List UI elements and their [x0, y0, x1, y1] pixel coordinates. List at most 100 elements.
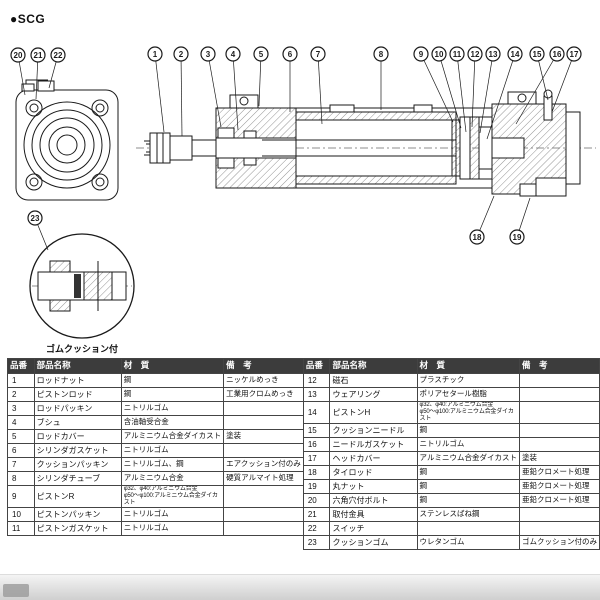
- footer-logo-fragment: [3, 584, 29, 597]
- callout-balloon: [413, 46, 429, 62]
- callout-4: 4: [225, 46, 241, 131]
- remark-cell: 工業用クロムめっき: [223, 387, 304, 402]
- remark-cell: 亜鉛クロメート処理: [518, 492, 600, 508]
- callout-balloon: [431, 46, 447, 62]
- remark-cell: [518, 373, 600, 388]
- material-cell: [416, 520, 520, 536]
- part-no-cell: 14: [302, 401, 331, 424]
- material-cell: 鋼: [416, 464, 520, 480]
- callout-5: 5: [253, 46, 269, 107]
- material-cell: 鋼: [416, 478, 520, 494]
- remark-cell: 塗装: [518, 450, 600, 466]
- callout-balloon: [50, 47, 66, 63]
- end-plate: [565, 111, 581, 185]
- part-no-cell: 23: [302, 534, 331, 550]
- callout-balloon: [310, 46, 326, 62]
- part-no-cell: 17: [302, 450, 331, 466]
- material-cell: アルミニウム合金ダイカスト: [416, 450, 520, 466]
- material-cell: ニトリルゴム: [120, 520, 225, 536]
- material-cell: ニトリルゴム: [120, 443, 225, 458]
- callout-balloon: [485, 46, 501, 62]
- callout-balloon: [253, 46, 269, 62]
- part-no-cell: 3: [7, 401, 35, 416]
- material-cell: 鋼: [416, 492, 520, 508]
- part-name-cell: ロッドカバー: [33, 429, 122, 444]
- remark-cell: [518, 506, 600, 522]
- callout-20: 20: [10, 47, 26, 96]
- material-cell: 鋼: [120, 387, 225, 402]
- column-header: 部品名称: [33, 358, 122, 374]
- callout-balloon: [566, 46, 582, 62]
- remark-cell: [223, 401, 304, 416]
- callout-11: 11: [449, 46, 467, 133]
- part-name-cell: 取付金具: [329, 506, 418, 522]
- part-name-cell: シリンダガスケット: [33, 443, 122, 458]
- part-no-cell: 2: [7, 387, 35, 402]
- material-cell: ニトリルゴム、鋼: [120, 457, 225, 472]
- part-name-cell: クッションゴム: [329, 534, 418, 550]
- part-name-cell: スイッチ: [329, 520, 418, 536]
- callout-balloon: [10, 47, 26, 63]
- part-name-cell: ロッドパッキン: [33, 401, 122, 416]
- callout-balloon: [467, 46, 483, 62]
- column-header: 材 質: [120, 358, 225, 374]
- remark-cell: [518, 401, 600, 424]
- material-cell: ニトリルゴム: [120, 506, 225, 522]
- series-label: ●SCG: [10, 12, 46, 26]
- callout-number: 12: [471, 50, 480, 59]
- part-name-cell: ピストンロッド: [33, 387, 122, 402]
- material-cell: φ32、φ40:アルミニウム合金 φ50～φ100:アルミニウム合金ダイカスト: [416, 401, 520, 424]
- callout-6: 6: [282, 46, 298, 112]
- magnet: [469, 116, 480, 180]
- callout-balloon: [147, 46, 163, 62]
- callout-21: 21: [30, 47, 46, 100]
- callout-number: 22: [54, 51, 63, 60]
- head-port-boss: [507, 91, 537, 105]
- callout-number: 21: [34, 51, 43, 60]
- remark-cell: [518, 520, 600, 536]
- part-name-cell: 丸ナット: [329, 478, 418, 494]
- rod-bushing: [217, 127, 235, 139]
- callout-2: 2: [173, 46, 189, 137]
- callout-number: 10: [435, 50, 444, 59]
- callout-number: 2: [179, 50, 184, 59]
- column-header: 部品名称: [329, 358, 418, 374]
- callout-number: 16: [553, 50, 562, 59]
- part-name-cell: ウェアリング: [329, 387, 418, 402]
- part-no-cell: 10: [7, 506, 35, 522]
- footer-band: [0, 574, 600, 600]
- remark-cell: [223, 415, 304, 430]
- callout-12: 12: [467, 46, 483, 128]
- callout-13: 13: [479, 46, 501, 134]
- cushion-sleeve: [451, 119, 461, 177]
- callout-10: 10: [431, 46, 462, 129]
- callout-balloon: [469, 229, 485, 245]
- callout-16: 16: [515, 46, 565, 125]
- callout-number: 1: [153, 50, 158, 59]
- part-name-cell: クッションパッキン: [33, 457, 122, 472]
- callout-number: 20: [14, 51, 23, 60]
- part-no-cell: 6: [7, 443, 35, 458]
- callout-number: 8: [379, 50, 384, 59]
- remark-cell: 硬質アルマイト処理: [223, 471, 304, 486]
- remark-cell: ゴムクッション付のみ: [518, 534, 600, 550]
- remark-cell: [223, 506, 304, 522]
- part-name-cell: ブシュ: [33, 415, 122, 430]
- part-name-cell: シリンダチューブ: [33, 471, 122, 486]
- callout-19: 19: [509, 197, 531, 245]
- callout-number: 23: [31, 214, 40, 223]
- switch-body: [37, 80, 55, 92]
- remark-cell: エアクッション付のみ: [223, 457, 304, 472]
- callout-number: 9: [419, 50, 424, 59]
